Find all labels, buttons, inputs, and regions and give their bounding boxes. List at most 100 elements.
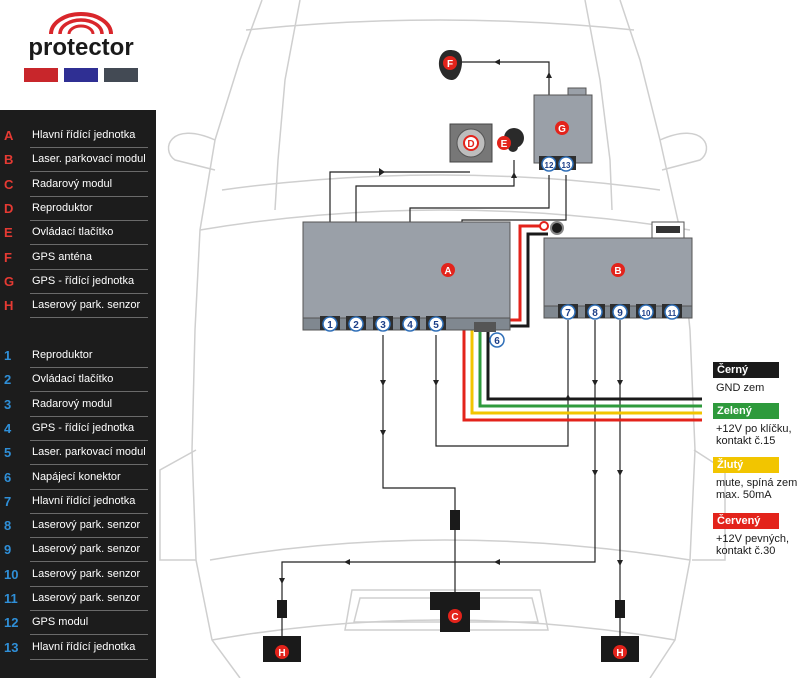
module-b: B — [543, 221, 693, 319]
component-c-label: C — [451, 612, 458, 623]
gps-antenna-f: F — [438, 50, 462, 80]
pin-a-1: 1 — [320, 316, 340, 332]
legend-key: C — [4, 176, 14, 192]
pin-a-5: 5 — [426, 316, 446, 332]
legend-text: Radarový modul — [32, 177, 113, 190]
pin-b-label: 11 — [668, 309, 677, 318]
pin-a-3: 3 — [373, 316, 393, 332]
pin-a-label: 2 — [353, 320, 359, 331]
component-h-left-label: H — [278, 648, 285, 659]
pin-6-label: 6 — [494, 336, 500, 347]
legend-number-9: 9 Laserový park. senzor — [0, 538, 156, 563]
legend-key: F — [4, 249, 12, 265]
legend-text: Napájecí konektor — [32, 470, 121, 483]
module-a-label: A — [444, 266, 451, 277]
wire-description: +12V po klíčku,kontakt č.15 — [716, 423, 792, 447]
pin-b-11: 11 — [662, 304, 682, 320]
wire-yellow — [470, 322, 702, 415]
pin-6-group: 6 — [474, 322, 505, 348]
inline-connectors — [277, 510, 625, 618]
car-outline — [159, 0, 726, 678]
legend-number-11: 11 Laserový park. senzor — [0, 587, 156, 611]
control-button-e: E — [497, 128, 524, 152]
wire-green — [478, 322, 702, 408]
legend-text: Reproduktor — [32, 349, 93, 361]
legend-text: Hlavní řídící jednotka — [32, 494, 136, 507]
pin-b-9: 9 — [610, 304, 630, 320]
pin-a-label: 3 — [380, 320, 386, 331]
pin-a-label: 1 — [327, 320, 333, 331]
logo-text: protector — [28, 34, 134, 61]
legend-key: 9 — [4, 542, 12, 558]
legend-text: Laserový park. senzor — [32, 519, 141, 532]
wire-black-top — [502, 232, 548, 328]
wire-description: GND zem — [716, 382, 765, 394]
legend-key: 8 — [4, 518, 12, 534]
logo-swatch-blue — [64, 68, 98, 82]
legend-text: Ovládací tlačítko — [32, 226, 114, 239]
logo-swatch-red — [24, 68, 58, 82]
legend-number-8: 8 Laserový park. senzor — [0, 514, 156, 539]
legend-key: 10 — [4, 566, 19, 582]
pin-a-2: 2 — [346, 316, 366, 332]
legend-text: GPS - řídící jednotka — [32, 421, 135, 434]
legend-text: GPS - řídící jednotka — [32, 274, 135, 287]
laser-sensor-h-right: H — [601, 636, 639, 662]
wire-badge: Žlutý — [713, 457, 779, 473]
legend-key: 3 — [4, 396, 12, 412]
legend-text: Laserový park. senzor — [32, 543, 141, 556]
legend-number-10: 10 Laserový park. senzor — [0, 563, 156, 587]
module-g: G — [533, 87, 593, 164]
pin-b-label: 9 — [617, 308, 623, 319]
pin-b-label: 8 — [592, 308, 598, 319]
module-b-label: B — [614, 266, 621, 277]
legend-key: G — [4, 273, 15, 289]
legend-key: 6 — [4, 469, 12, 485]
legend-text: Hlavní řídící jednotka — [32, 640, 136, 653]
legend-key: 11 — [4, 591, 18, 606]
legend-key: E — [4, 225, 13, 241]
legend-text: GPS anténa — [32, 250, 92, 263]
pin-b-7: 7 — [558, 304, 578, 320]
wire-red — [462, 318, 702, 422]
legend-key: D — [4, 200, 14, 216]
legend-text: GPS modul — [32, 616, 89, 629]
pin-a-label: 4 — [407, 320, 413, 331]
legend-letter-G: G GPS - řídící jednotka — [0, 270, 156, 294]
signal-arcs-icon — [49, 12, 113, 35]
pins-a: 1 2 3 4 5 — [320, 316, 446, 332]
legend-key: B — [4, 152, 14, 168]
laser-sensor-h-left: H — [263, 636, 301, 662]
wire-black — [486, 322, 702, 401]
logo-swatch-grey — [104, 68, 138, 82]
radar-module-c: C — [430, 592, 480, 632]
wire-description: +12V pevných,kontakt č.30 — [716, 533, 790, 557]
legend-key: 2 — [4, 372, 12, 388]
component-e-label: E — [501, 139, 508, 150]
legend-key: 13 — [4, 639, 19, 655]
legend-number-6: 6 Napájecí konektor — [0, 466, 156, 490]
wire-badge: Černý — [713, 362, 779, 378]
legend-letter-E: E Ovládací tlačítko — [0, 221, 156, 246]
component-f-label: F — [447, 59, 453, 70]
legend-text: Laserový park. senzor — [32, 592, 141, 604]
pin-b-8: 8 — [585, 304, 605, 320]
legend-text: Laserový park. senzor — [32, 567, 141, 580]
protector-logo: protector — [16, 8, 146, 100]
module-a: A — [302, 221, 511, 331]
legend-text: Laserový park. senzor — [32, 299, 141, 312]
legend-key: A — [4, 128, 14, 143]
legend-letter-F: F GPS anténa — [0, 246, 156, 270]
pin-g-label: 12 — [545, 161, 554, 170]
